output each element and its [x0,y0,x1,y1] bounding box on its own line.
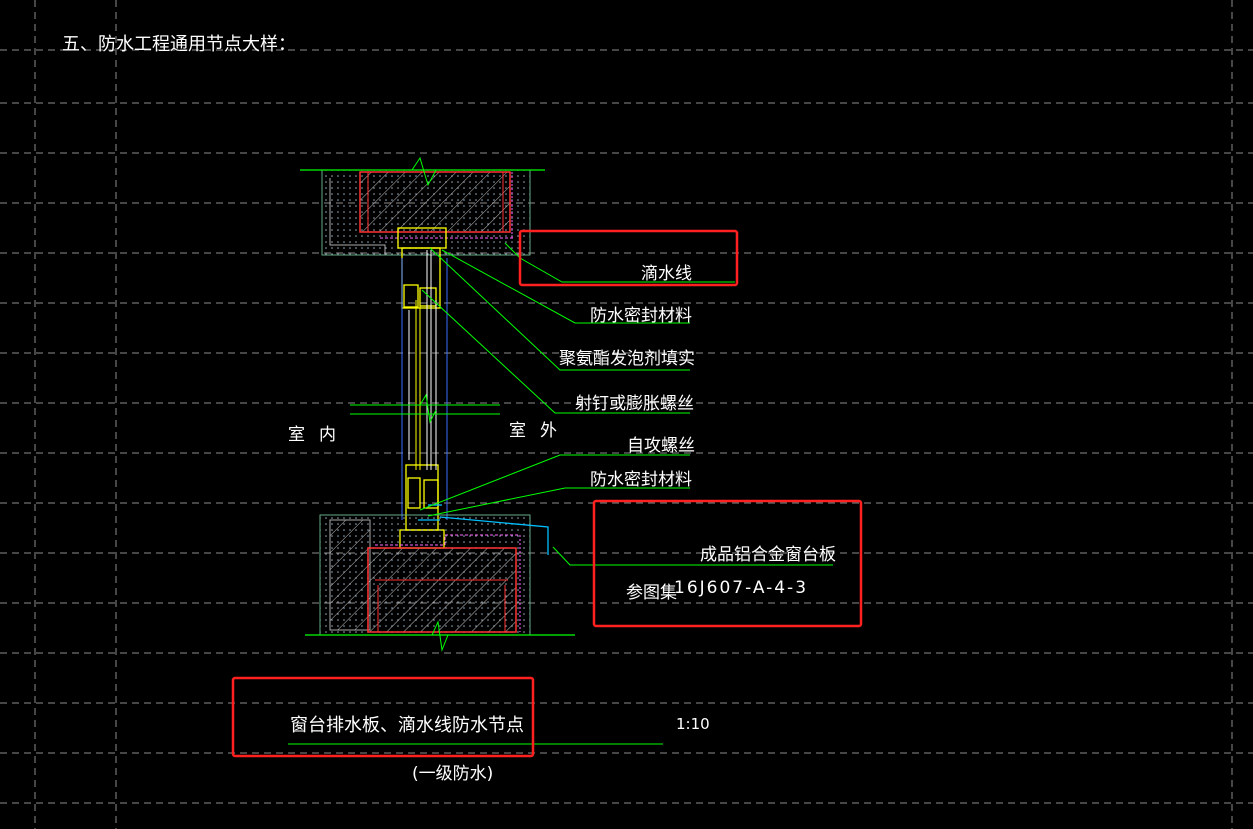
break-line-middle [350,393,500,424]
top-wall-section [300,156,545,256]
highlight-sill-board [592,499,863,628]
bottom-wall-section [305,514,575,652]
label-seal-material-1: 防水密封材料 [590,306,692,326]
caption-title: 窗台排水板、滴水线防水节点 [290,715,524,736]
highlight-caption [231,676,535,758]
label-ref-code: 16J607-A-4-3 [674,578,809,598]
label-sill-board: 成品铝合金窗台板 [700,545,836,565]
highlight-drip-line [518,229,739,287]
label-indoor: 室内 [288,425,350,445]
highlight-boxes [231,229,863,758]
window-frame [397,227,447,549]
section-title: 五、防水工程通用节点大样： [62,34,296,55]
label-outdoor: 室外 [509,421,571,441]
frame-blue-outline [401,258,448,520]
label-nail-bolt: 射钉或膨胀螺丝 [575,394,694,414]
label-seal-material-2: 防水密封材料 [590,470,692,490]
glass-lines [408,250,437,470]
leader-lines [288,242,833,745]
sill-board [418,504,549,555]
caption-grade: (一级防水) [412,764,494,784]
label-foam-fill: 聚氨酯发泡剂填实 [559,349,695,369]
label-self-tapping: 自攻螺丝 [627,436,695,456]
label-drip-line: 滴水线 [641,264,692,284]
label-ref-prefix: 参图集 [626,583,677,603]
caption-scale: 1:10 [676,715,710,733]
